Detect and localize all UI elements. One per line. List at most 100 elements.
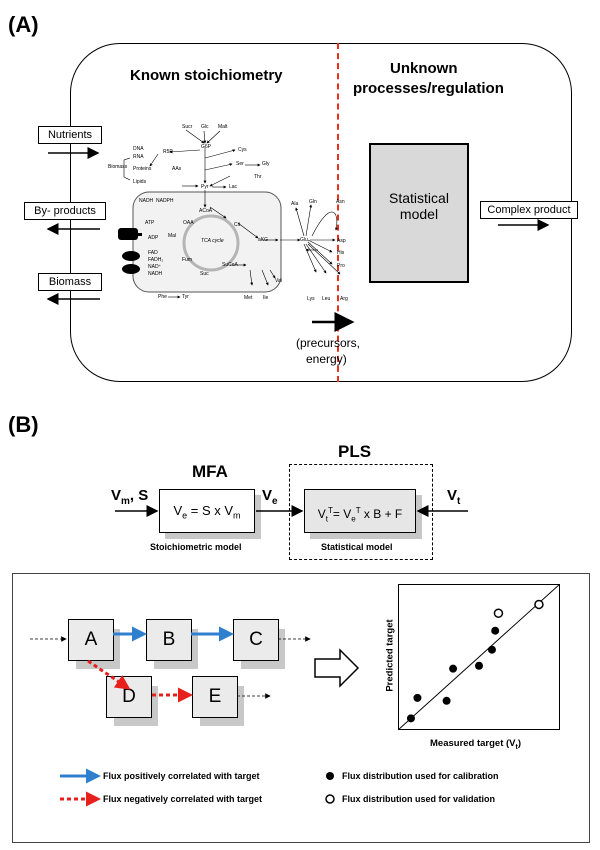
result-arrow-icon [314, 648, 360, 688]
calibration-point [413, 693, 422, 702]
pls-dashed-box [289, 464, 433, 560]
complex-2 [122, 264, 140, 274]
met-nadph: NADPH [156, 198, 174, 204]
calibration-point [487, 645, 496, 654]
met-biomass: Biomass [108, 164, 128, 170]
mitochondrion [132, 191, 282, 293]
unknown-title-line2: processes/regulation [353, 80, 504, 97]
met-lipids: Lipids [133, 179, 147, 185]
met-gly: Gly [262, 161, 270, 167]
met-cit: Cit [234, 222, 241, 228]
statistical-model-box: Statistical model [369, 143, 469, 283]
mfa-title: MFA [192, 462, 228, 481]
met-arg: Arg [340, 296, 348, 302]
node-c: C [233, 619, 279, 661]
met-gln: Gln [309, 199, 317, 205]
met-thr: Thr [254, 174, 262, 180]
statistical-model-line2: model [399, 206, 439, 222]
met-sucr: Sucr [182, 124, 193, 130]
tca-cycle-circle [182, 214, 240, 272]
node-e: E [192, 676, 238, 718]
met-his: His [337, 250, 345, 256]
met-rna: RNA [133, 154, 144, 160]
met-leu: Leu [322, 296, 331, 302]
calibration-point [491, 626, 500, 635]
stoichiometric-model-caption: Stoichiometric model [150, 542, 242, 552]
met-lys: Lys [307, 296, 315, 302]
met-cys: Cys [238, 147, 247, 153]
legend-validation-text: Flux distribution used for validation [342, 794, 496, 804]
legend-negative-text: Flux negatively correlated with target [103, 794, 263, 804]
met-ser: Ser [236, 161, 244, 167]
panel-b-label: (B) [8, 412, 39, 437]
negative-flux-ad [87, 659, 131, 690]
biomass-box: Biomass [38, 273, 102, 291]
met-ile: Ile [263, 295, 269, 301]
statistical-model-line1: Statistical [389, 190, 449, 206]
panel-b-top-arrows [115, 505, 468, 517]
identity-line [398, 584, 560, 730]
met-pyr: Pyr [201, 184, 209, 190]
met-r5p: R5P [163, 149, 173, 155]
vt-label: Vt [447, 487, 461, 507]
pathway-panel [12, 573, 590, 843]
met-ala: Ala [291, 201, 299, 207]
met-met: Met [244, 295, 253, 301]
met-asp: Asp [337, 238, 346, 244]
complex-1 [122, 251, 140, 261]
legend-calibration-text: Flux distribution used for calibration [342, 771, 499, 781]
met-fad: FAD [148, 250, 158, 256]
met-phe: Phe [158, 294, 167, 300]
met-acoa: ACoA [199, 208, 213, 214]
met-adp: ADP [148, 235, 159, 241]
met-aas: AAs [172, 166, 182, 172]
met-nad: NAD⁺ [148, 264, 162, 270]
scatter-y-label: Predicted target [384, 619, 396, 692]
met-dna: DNA [133, 146, 144, 152]
calibration-point [442, 696, 451, 705]
legend-calibration-marker [326, 772, 334, 780]
statistical-model-caption: Statistical model [321, 542, 393, 552]
met-proteins: Proteins [133, 166, 152, 172]
unknown-title-line1: Unknown [390, 60, 458, 77]
input-vm-s: Vm, S [111, 487, 149, 507]
node-a: A [68, 619, 114, 661]
met-g6p: G6P [201, 144, 212, 150]
calibration-point [449, 664, 458, 673]
known-stoichiometry-title: Known stoichiometry [130, 67, 283, 84]
met-val: Val [275, 278, 282, 284]
pls-equation-box: VtT= VeT x B + F [304, 489, 416, 533]
met-fadh2: FADH₂ [148, 257, 164, 263]
met-mal: Mal [168, 233, 177, 239]
met-akg: aKG [258, 237, 269, 243]
pls-title: PLS [338, 442, 372, 461]
met-nadh2: NADH [148, 271, 163, 277]
calibration-point [406, 714, 415, 723]
complex-product-box: Complex product [480, 201, 578, 219]
nutrients-box: Nutrients [38, 126, 102, 144]
met-tca: TCA cycle [201, 238, 224, 244]
met-fum: Fum [182, 257, 192, 263]
legend-validation-marker [325, 794, 335, 804]
precursors-label-1: (precursors, [296, 336, 361, 350]
met-glc: Glc [201, 124, 209, 130]
mfa-equation-box: Ve = S x Vm [159, 489, 255, 533]
divider-line [337, 43, 339, 382]
met-lac: Lac [229, 184, 238, 190]
met-atp: ATP [145, 220, 155, 226]
validation-point [493, 608, 504, 618]
byproducts-box: By- products [24, 202, 106, 220]
met-succoa: SuCoA [222, 262, 238, 268]
met-oaa: OAA [183, 220, 194, 226]
panel-a-graphics [46, 129, 550, 332]
met-nadh: NADH [139, 198, 154, 204]
scatter-x-label: Measured target (Vt) [430, 738, 522, 751]
met-asn: Asn [336, 199, 345, 205]
panel-a-label: (A) [8, 12, 39, 37]
calibration-point [475, 661, 483, 670]
met-glu: Glu [300, 237, 308, 243]
met-suc: Suc [200, 271, 209, 277]
prediction-scatter-plot [398, 584, 560, 730]
ve-label: Ve [262, 487, 278, 507]
